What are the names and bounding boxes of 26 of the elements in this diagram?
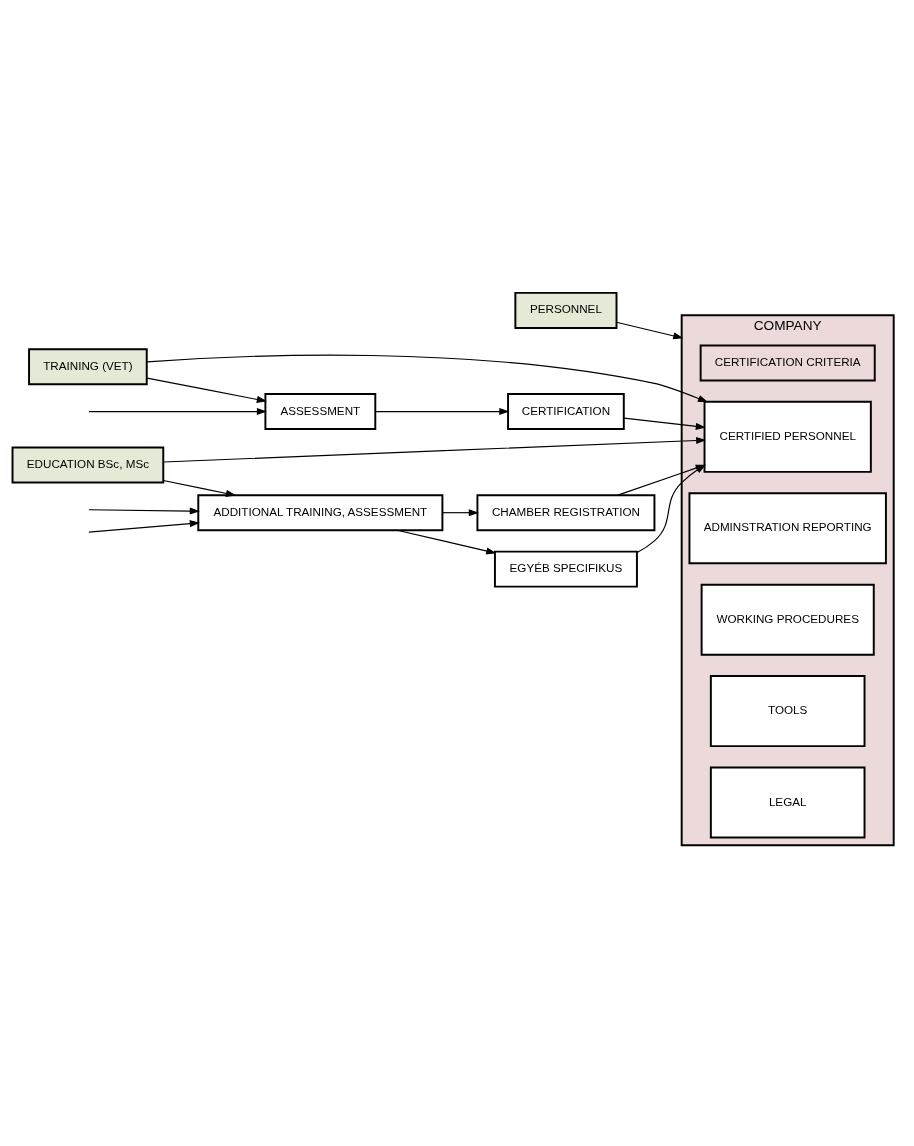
arrow — [88, 507, 200, 515]
arrow — [162, 436, 707, 463]
arrow — [88, 408, 267, 416]
node-box: CERTIFIED PERSONNEL — [703, 400, 872, 473]
node-box: CERTIFICATION CRITERIA — [699, 344, 876, 382]
arrow — [374, 408, 510, 416]
arrow — [146, 377, 267, 403]
node-box: EDUCATION BSc, MSc — [11, 446, 165, 484]
arrow — [615, 321, 684, 340]
node-box: CERTIFICATION — [507, 393, 625, 431]
node-box: ASSESSMENT — [264, 393, 377, 431]
node-box: TOOLS — [709, 675, 866, 748]
node-box: LEGAL — [709, 766, 866, 839]
node-box: ADMINSTRATION REPORTING — [688, 492, 887, 565]
node-box: WORKING PROCEDURES — [700, 583, 875, 656]
node-box: PERSONNEL — [514, 291, 618, 329]
arrow — [162, 479, 237, 497]
node-box: EGYÉB SPECIFIKUS — [493, 550, 638, 588]
arrow — [88, 520, 200, 533]
node-box: ADDITIONAL TRAINING, ASSESSMENT — [197, 494, 444, 532]
arrow — [441, 509, 479, 517]
node-box: CHAMBER REGISTRATION — [476, 494, 656, 532]
node-box: TRAINING (VET) — [28, 348, 148, 386]
arrow — [146, 354, 709, 403]
arrow — [623, 417, 706, 430]
arrow — [396, 529, 497, 555]
